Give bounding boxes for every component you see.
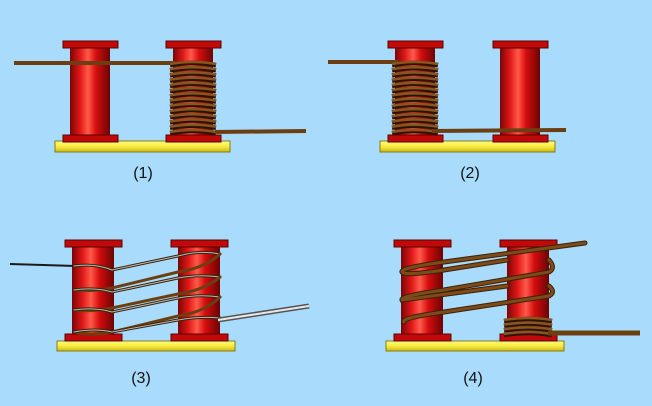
- bobbin-left: [62, 40, 119, 143]
- base-plate: [56, 340, 236, 352]
- coil-turn-highlight: [169, 123, 217, 129]
- wire-winding-icon: [391, 60, 439, 136]
- coil-turn-highlight: [169, 81, 217, 87]
- panel-label: (2): [460, 165, 480, 182]
- coil-turn-highlight: [169, 118, 217, 123]
- coil-turn-highlight: [391, 107, 439, 113]
- coil-turn-highlight: [169, 102, 217, 108]
- coil-turn-highlight: [391, 102, 439, 108]
- coil-turn-highlight: [503, 326, 553, 331]
- panel-label: (1): [133, 165, 153, 182]
- coil-turn-highlight: [391, 81, 439, 87]
- coil-turn-highlight: [391, 71, 439, 76]
- panel-4: (4): [385, 239, 640, 387]
- coil-turn-highlight: [391, 123, 439, 129]
- coil-turn-highlight: [391, 118, 439, 123]
- bobbin-right: [170, 239, 229, 342]
- coil-turn-highlight: [169, 128, 217, 134]
- wire-lead-out: [214, 129, 307, 134]
- coil-turn-highlight: [169, 71, 217, 76]
- wire-winding-icon: [399, 240, 588, 325]
- panel-1: (1): [14, 40, 307, 182]
- base-plate: [379, 140, 556, 153]
- coil-turn-highlight: [169, 92, 217, 97]
- wire-lead-out-highlight: [217, 305, 310, 321]
- coil-turn-highlight: [391, 113, 439, 118]
- coil-turn-highlight: [503, 330, 553, 336]
- coil-turn-highlight: [169, 97, 217, 102]
- coil-turn-highlight: [169, 86, 217, 92]
- base-plate: [54, 140, 231, 153]
- bobbin-left: [64, 239, 123, 342]
- wire-winding-icon: [169, 60, 217, 136]
- coil-turn-highlight: [391, 92, 439, 97]
- coil-turn-highlight: [391, 97, 439, 102]
- coil-turn-highlight: [169, 76, 217, 81]
- coil-turn-highlight: [391, 60, 439, 66]
- wire-lead-out: [431, 128, 567, 133]
- coil-turn-highlight: [169, 60, 217, 66]
- base-plate: [385, 340, 565, 352]
- bobbin-right: [492, 40, 549, 143]
- wire-winding-icon: [503, 316, 553, 338]
- coil-turn-highlight: [391, 65, 439, 71]
- coil-turn-highlight: [169, 107, 217, 113]
- coil-turn-highlight: [391, 86, 439, 92]
- coil-turn-highlight: [169, 113, 217, 118]
- coil-turn-highlight: [503, 321, 553, 326]
- panel-2: (2): [328, 40, 567, 182]
- panel-label: (3): [131, 370, 151, 387]
- panel-3: (3): [9, 239, 310, 387]
- coil-turn-highlight: [503, 316, 553, 322]
- coil-turn-highlight: [391, 76, 439, 81]
- coil-turn-highlight: [169, 65, 217, 71]
- panel-label: (4): [463, 370, 483, 387]
- wire-winding-icon: [72, 250, 222, 336]
- wire-lead-in: [9, 263, 77, 267]
